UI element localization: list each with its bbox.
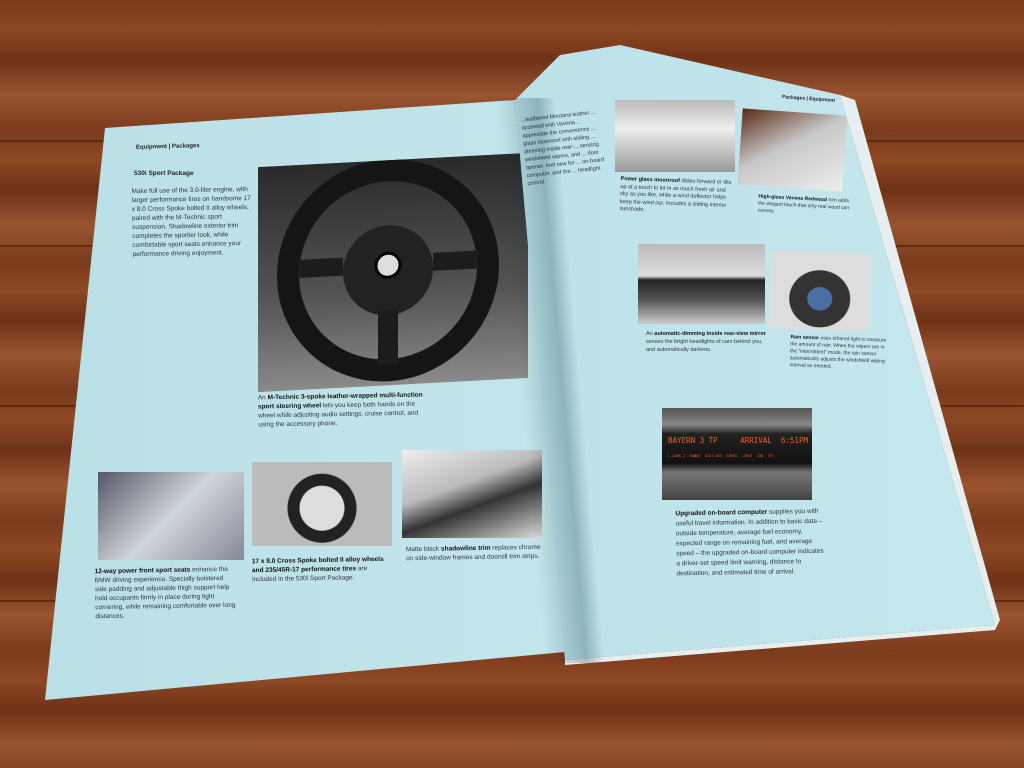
partial-column-text: ...leathered Montana leather ... accente… (520, 109, 605, 188)
left-page-header: Equipment | Packages (135, 143, 200, 151)
right-page-header: Packages | Equipment (781, 94, 836, 104)
sport-seats-caption: 12-way power front sport seats enhance t… (94, 565, 236, 621)
alloy-wheel-photo (252, 462, 392, 546)
rearview-mirror-photo (638, 244, 765, 324)
rain-sensor-caption: Rain sensor uses infrared light to measu… (789, 334, 887, 370)
shadowline-caption: Matte black shadowline trim replaces chr… (405, 543, 541, 563)
computer-display-line1: BAYERN 3 TP ARRIVAL 6:51PM (668, 436, 808, 445)
mirror-caption: An automatic-dimming inside rear-view mi… (646, 331, 766, 353)
moonroof-caption: Power glass moonroof slides forward or t… (619, 176, 732, 213)
steering-wheel-caption: An M-Technic 3-spoke leather-wrapped mul… (257, 391, 423, 429)
steering-wheel-icon (277, 159, 499, 382)
steering-wheel-photo (258, 152, 528, 393)
onboard-computer-photo: BAYERN 3 TP ARRIVAL 6:51PM L.CONS 2 RANG… (662, 408, 812, 500)
intro-text: Make full use of the 3.0-liter engine, w… (131, 186, 251, 259)
rain-sensor-photo (768, 250, 872, 332)
section-title: 530i Sport Package (134, 170, 194, 177)
wood-trim-caption: High-gloss Vavona Redwood trim adds the … (757, 193, 850, 215)
wheels-caption: 17 x 8.0 Cross Spoke bolted II alloy whe… (251, 555, 384, 584)
shadowline-trim-photo (402, 450, 542, 538)
computer-caption: Upgraded on-board computer supplies you … (675, 507, 824, 578)
moonroof-photo (615, 100, 735, 172)
computer-display-line2: L.CONS 2 RANGE DIST.DES SPEED LIMIT CON … (668, 454, 775, 458)
wood-trim-photo (737, 108, 848, 192)
sport-seats-photo (98, 472, 244, 560)
